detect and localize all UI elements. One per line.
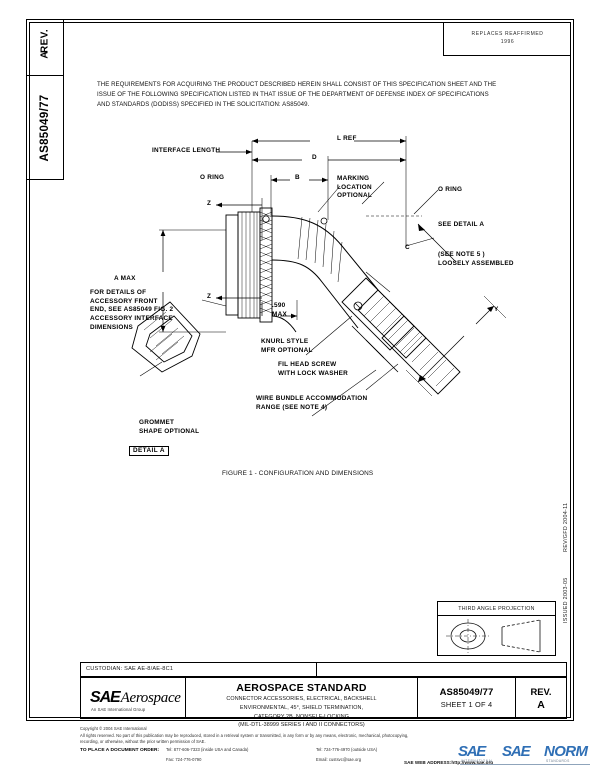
sae-logo-mark: SAE — [90, 689, 121, 706]
title-block-sheet: SHEET 1 OF 4 — [440, 700, 493, 709]
description-line-2: ENVIRONMENTAL, 45°, SHIELD TERMINATION, — [239, 704, 364, 711]
label-fil-head-screw: FIL HEAD SCREW WITH LOCK WASHER — [278, 361, 349, 377]
sae-logo-word: Aerospace — [120, 690, 181, 706]
description-line-1: CONNECTOR ACCESSORIES, ELECTRICAL, BACKS… — [226, 696, 377, 702]
revision-stamp-line2: 1996 — [500, 38, 515, 45]
footer-tel-inside: Tel: 877-606-7323 (inside USA and Canada… — [166, 747, 249, 753]
doc-number-tab: AS85049/77 — [27, 76, 64, 180]
label-b: B — [295, 174, 300, 181]
label-marking-location: MARKING LOCATION OPTIONAL — [337, 175, 373, 200]
title-block-doc-number-cell: AS85049/77 SHEET 1 OF 4 — [418, 678, 516, 718]
title-block-description: CONNECTOR ACCESSORIES, ELECTRICAL, BACKS… — [186, 695, 417, 730]
footer-tel-outside: Tel: 724-776-4970 (outside USA) — [316, 747, 378, 753]
footer-fax: Fax: 724-776-0790 — [166, 756, 202, 762]
sae-norm-watermark: SAE SAE NORM INTERNATIONAL STANDARDS — [458, 742, 594, 768]
custodian-divider — [316, 663, 317, 676]
footer-order-label: TO PLACE A DOCUMENT ORDER: — [80, 748, 160, 754]
revision-margin-note-text: REV/GFD 2004-11 — [563, 502, 569, 552]
watermark-sub-2: STANDARDS — [546, 759, 570, 763]
watermark-sae-mark: SAE — [458, 743, 486, 760]
footer-rights-line-2: recording, or otherwise, without the pri… — [80, 739, 206, 745]
rev-tab-label: REV. — [39, 28, 51, 53]
label-grommet: GROMMET SHAPE OPTIONAL — [139, 419, 200, 435]
drawing-border-inner — [29, 22, 571, 718]
custodian-text: CUSTODIAN: SAE AE-8/AE-8C1 — [86, 666, 174, 673]
label-o-ring-right: O RING — [438, 186, 463, 193]
sae-logo-cell: SAE Aerospace An SAE International Group — [81, 678, 186, 718]
label-z-lower: Z — [207, 293, 212, 300]
requirements-paragraph: THE REQUIREMENTS FOR ACQUIRING THE PRODU… — [97, 81, 497, 108]
footer-contact-row-1: TO PLACE A DOCUMENT ORDER: Tel: 877-606-… — [80, 747, 500, 755]
footer-contact-row-2: Fax: 724-776-0790 Email: custsvc@sae.org — [80, 757, 500, 764]
title-block-description-cell: AEROSPACE STANDARD CONNECTOR ACCESSORIES… — [186, 678, 418, 728]
watermark-rule — [460, 764, 590, 765]
rev-tab-value: A — [39, 50, 51, 59]
footer-web-url: http://www.sae.org — [451, 760, 494, 765]
third-angle-projection-title: THIRD ANGLE PROJECTION — [438, 602, 555, 616]
label-c: C — [405, 244, 410, 251]
footer-email: Email: custsvc@sae.org — [316, 756, 362, 762]
footer-copyright: Copyright © 2004 SAE International — [80, 726, 147, 731]
watermark-sae-word: SAE — [502, 743, 531, 760]
detail-a-box: DETAIL A — [129, 446, 169, 456]
label-590-max: .590 MAX — [272, 302, 287, 318]
revision-stamp-line1: REPLACES REAFFIRMED — [471, 31, 544, 37]
aerospace-standard-title: AEROSPACE STANDARD — [236, 682, 367, 694]
description-line-4: (MIL-DTL-38999 SERIES I AND II CONNECTOR… — [238, 722, 365, 729]
custodian-row: CUSTODIAN: SAE AE-8/AE-8C1 — [80, 662, 567, 677]
sae-logo: SAE Aerospace — [90, 689, 181, 707]
label-d: D — [312, 154, 317, 161]
label-accessory-note: FOR DETAILS OF ACCESSORY FRONT END, SEE … — [90, 289, 174, 331]
label-knurl-style: KNURL STYLE MFR OPTIONAL — [261, 338, 313, 354]
title-block-rev-label: REV. — [530, 685, 552, 697]
label-wire-bundle: WIRE BUNDLE ACCOMMODATION RANGE (SEE NOT… — [256, 395, 368, 411]
doc-number-label: AS85049/77 — [39, 94, 51, 161]
issued-margin-note-text: ISSUED 2003-05 — [563, 577, 569, 623]
footer-block: Copyright © 2004 SAE International All r… — [80, 726, 500, 763]
footer-web-label: SAE WEB ADDRESS: — [404, 760, 452, 765]
issued-margin-note: ISSUED 2003-05 — [560, 565, 570, 635]
footer-spacer — [80, 757, 166, 764]
third-angle-projection-box: THIRD ANGLE PROJECTION — [437, 601, 556, 656]
footer-web-address: SAE WEB ADDRESS:http://www.sae.org — [404, 760, 493, 765]
revision-margin-note: REV/GFD 2004-11 — [560, 490, 570, 560]
title-block-doc-number: AS85049/77 — [439, 687, 494, 698]
figure-caption: FIGURE 1 - CONFIGURATION AND DIMENSIONS — [222, 470, 374, 477]
drawing-border-outer — [26, 19, 574, 721]
label-interface-length: INTERFACE LENGTH — [152, 147, 221, 154]
label-see-detail-a: SEE DETAIL A — [438, 221, 485, 228]
watermark-norm-word: NORM — [544, 743, 588, 760]
label-l-ref: L REF — [337, 135, 357, 142]
third-angle-projection-symbol — [446, 619, 541, 653]
label-a-max: A MAX — [114, 275, 136, 282]
title-block: SAE Aerospace An SAE International Group… — [80, 677, 567, 728]
label-o-ring-left: O RING — [200, 174, 225, 181]
footer-rights-line-1: All rights reserved. No part of this pub… — [80, 732, 409, 738]
title-block-rev-value: A — [537, 698, 545, 711]
title-block-rev-cell: REV. A — [516, 678, 566, 718]
label-see-note-5: (SEE NOTE 5 ) LOOSELY ASSEMBLED — [438, 251, 514, 267]
description-line-3: CATEGORY 2B, NONSELF-LOCKING — [253, 713, 350, 720]
watermark-sub-1: INTERNATIONAL — [461, 759, 494, 763]
figure-1-drawing: L REF D B INTERFACE LENGTH O RING Z Z A … — [66, 120, 546, 490]
connector-assembly-illustration — [131, 136, 507, 417]
label-y: Y — [494, 306, 499, 313]
rev-tab: REV. A — [27, 20, 64, 76]
revision-stamp: REPLACES REAFFIRMED 1996 — [443, 22, 571, 56]
label-z-upper: Z — [207, 200, 212, 207]
sae-logo-subtitle: An SAE International Group — [91, 707, 146, 712]
